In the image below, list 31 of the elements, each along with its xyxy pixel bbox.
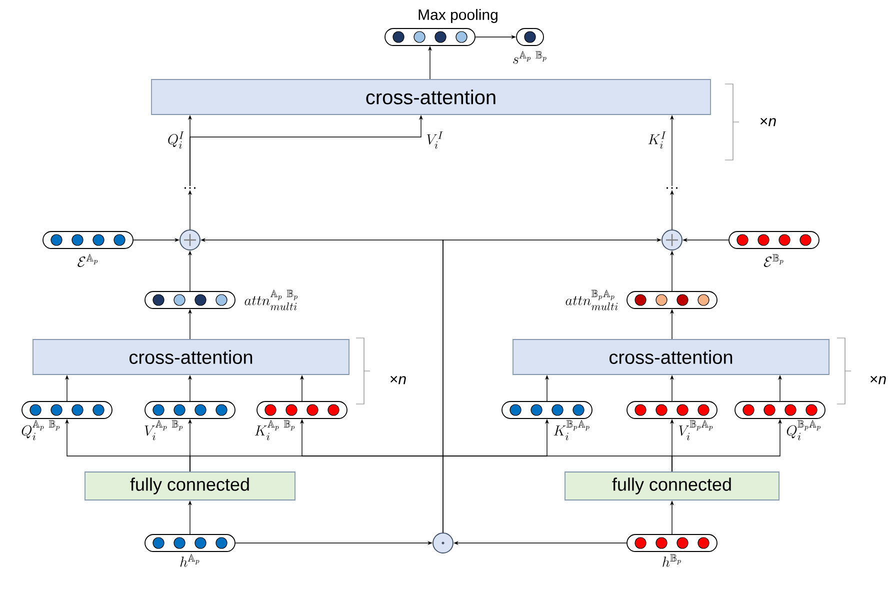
vector-label: $Q_i^{\mathbb{B}_p\mathbb{A}_p}$ (786, 420, 820, 440)
vector-label: $K_i^{\mathbb{B}_p\mathbb{A}_p}$ (554, 420, 590, 440)
text-label: Max pooling (418, 9, 498, 23)
vector (384, 28, 476, 46)
vector-label: $h^{\mathbb{B}_p}$ (662, 554, 681, 567)
text-label: ×n (390, 376, 406, 384)
edge-label: $Q_i^I$ (166, 130, 186, 150)
vector-label: $attn_{multi}^{\mathbb{A}_p\ \mathbb{B}_p}$ (244, 290, 298, 310)
operator-circle (662, 230, 682, 250)
vector-label: $Q_i^{\mathbb{A}_p\ \mathbb{B}_p}$ (22, 420, 60, 440)
vector-label: $V_i^{\mathbb{B}_p\mathbb{A}_p}$ (679, 420, 713, 440)
ellipsis: … (184, 187, 196, 189)
vector-label: $h^{\mathbb{A}_p}$ (180, 554, 200, 567)
layer-box: cross-attention (151, 79, 711, 115)
edge-label: $V_i^I$ (425, 130, 445, 150)
vector-label: $attn_{multi}^{\mathbb{B}_p\mathbb{A}_p}$ (566, 290, 618, 310)
text-label: ×n (870, 376, 886, 384)
vector-label: $\mathcal{E}^{\mathbb{A}_p}$ (78, 254, 98, 267)
vector-label: $V_i^{\mathbb{A}_p\ \mathbb{B}_p}$ (144, 420, 183, 440)
vector-label: $K_i^{\mathbb{A}_p\ \mathbb{B}_p}$ (254, 420, 295, 440)
ellipsis: … (666, 187, 678, 189)
vector-label: $\mathcal{E}^{\mathbb{B}_p}$ (764, 254, 784, 267)
layer-box: cross-attention (512, 339, 830, 375)
operator-circle (432, 532, 454, 554)
layer-box: cross-attention (32, 339, 350, 375)
operator-circle (180, 230, 200, 250)
layer-box: fully connected (84, 472, 296, 500)
vector-label: $s^{\mathbb{A}_p\ \mathbb{B}_p}$ (513, 51, 546, 64)
edge-label: $K_i^I$ (646, 130, 668, 150)
layer-box: fully connected (564, 472, 780, 500)
text-label: ×n (760, 118, 776, 126)
